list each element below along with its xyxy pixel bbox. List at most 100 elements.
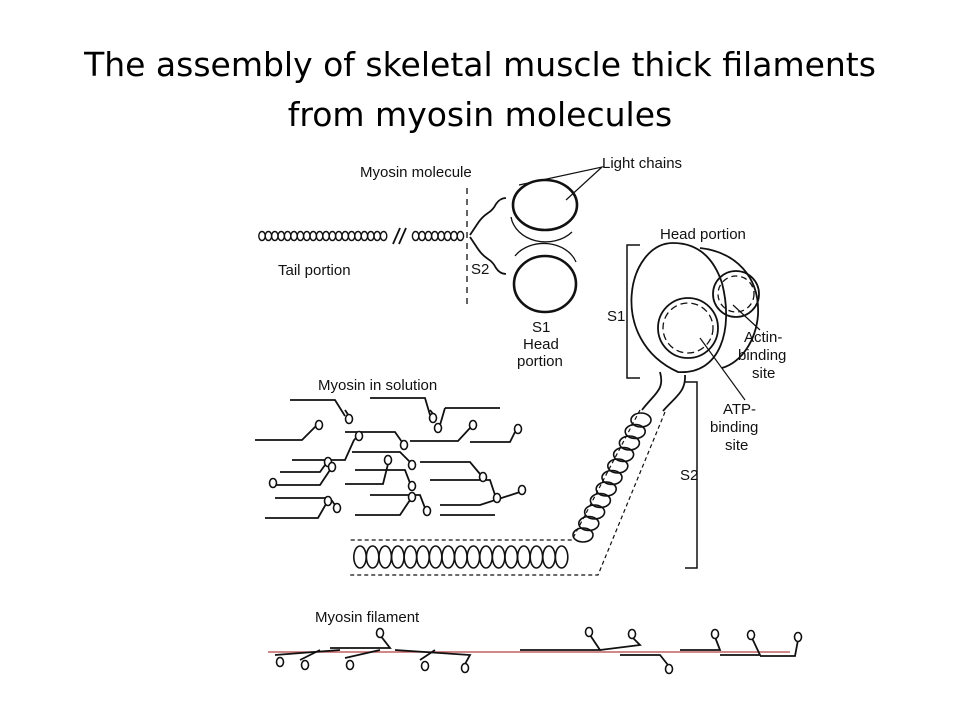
coil-loop — [618, 435, 641, 451]
coil-loop — [290, 230, 298, 242]
coil-loop — [390, 545, 405, 569]
filament-strand — [720, 637, 799, 657]
label-s1-molecule: S1 — [532, 319, 550, 336]
coil-loop — [309, 230, 318, 242]
title-line-2: from myosin molecules — [287, 95, 673, 134]
label-myosin-molecule: Myosin molecule — [360, 164, 472, 181]
tail-coil-horizontal — [352, 545, 569, 569]
head-upper — [511, 178, 579, 232]
myosin-head — [332, 502, 342, 514]
myosin-strand — [255, 423, 319, 441]
coil-loop — [504, 545, 519, 569]
myosin-detail — [350, 242, 761, 576]
s2-bracket — [685, 381, 698, 569]
coil-loop — [360, 230, 369, 242]
coil-loop — [466, 545, 481, 569]
myosin-head — [428, 412, 438, 424]
myosin-head — [793, 631, 803, 643]
myosin-head — [513, 423, 523, 435]
myosin-head — [323, 495, 333, 507]
myosin-head — [314, 419, 324, 431]
light-chains-pointer — [518, 165, 605, 201]
myosin-strand — [280, 464, 326, 473]
atp-site-outer — [657, 297, 719, 359]
coil-loop — [437, 230, 446, 242]
myosin-strand — [355, 469, 411, 484]
myosin-strand — [420, 461, 481, 475]
label-tail-portion: Tail portion — [278, 262, 351, 279]
coil-loop — [491, 545, 506, 569]
coil-loop — [630, 412, 652, 428]
myosin-head — [375, 627, 385, 639]
myosin-head — [407, 480, 417, 492]
myosin-head — [407, 491, 417, 503]
myosin-strand — [275, 469, 331, 486]
coil-loop — [516, 545, 531, 569]
coil-loop — [577, 515, 600, 532]
myosin-head — [468, 419, 478, 431]
myosin-molecule — [258, 165, 605, 314]
coil-loop — [441, 545, 456, 569]
label-head-line1: Head — [523, 336, 559, 353]
coil-loop — [354, 230, 362, 242]
coil-loop — [450, 230, 458, 242]
filament-strand — [274, 634, 392, 656]
coil-loop — [373, 230, 382, 242]
coil-loop — [365, 545, 380, 569]
label-atp-line1: ATP- — [723, 401, 756, 418]
coil-loop — [554, 545, 569, 569]
label-atp-line3: site — [725, 437, 748, 454]
filament-strand — [620, 636, 722, 666]
myosin-strand — [370, 494, 426, 509]
solution-heads — [268, 412, 527, 517]
myosin-head — [399, 439, 409, 451]
coil-loop — [589, 492, 612, 509]
coil-loop — [277, 230, 286, 242]
coil-loop — [296, 230, 305, 242]
coil-loop — [322, 230, 330, 242]
myosin-head — [327, 461, 337, 473]
coil-loop — [270, 230, 279, 242]
label-atp-line2: binding — [710, 419, 758, 436]
head-s1-outline — [630, 242, 727, 373]
actin-site-outer — [712, 270, 760, 318]
filament-strand — [520, 634, 642, 651]
myosin-head — [420, 660, 430, 672]
label-s1-detail: S1 — [607, 308, 625, 325]
myosin-strand — [410, 427, 471, 442]
myosin-head — [345, 659, 355, 671]
myosin-head — [422, 505, 432, 517]
myosin-strand — [440, 491, 521, 506]
myosin-head — [460, 662, 470, 674]
myosin-strand — [470, 431, 516, 443]
actin-site-inner — [717, 275, 755, 313]
label-head-line2: portion — [517, 353, 563, 370]
coil-loop — [352, 545, 367, 569]
break-marks — [392, 227, 407, 245]
neck-upper — [469, 197, 507, 236]
neck-lower — [469, 236, 507, 275]
atp-site-inner — [662, 302, 714, 354]
sheath-inner — [350, 411, 666, 576]
label-actin-line3: site — [752, 365, 775, 382]
myosin-head — [300, 659, 310, 671]
label-actin-line1: Actin- — [744, 329, 782, 346]
myosin-strand — [370, 397, 435, 416]
myosin-head — [584, 626, 594, 638]
label-myosin-in-solution: Myosin in solution — [318, 377, 437, 394]
myosin-filament — [268, 634, 799, 666]
label-myosin-filament: Myosin filament — [315, 609, 420, 626]
coil-loop — [258, 230, 266, 242]
head-lower — [512, 254, 578, 314]
label-head-portion: Head portion — [660, 226, 746, 243]
myosin-strand — [355, 499, 411, 516]
myosin-head — [344, 413, 354, 425]
label-s2-molecule: S2 — [471, 261, 489, 278]
slide-title: The assembly of skeletal muscle thick fi… — [0, 40, 960, 140]
coil-loop — [424, 230, 433, 242]
coil-loop — [418, 230, 426, 242]
coil-loop — [328, 230, 337, 242]
coil-loop — [624, 423, 647, 440]
myosin-strand — [345, 463, 389, 485]
actin-pointer — [732, 304, 761, 331]
